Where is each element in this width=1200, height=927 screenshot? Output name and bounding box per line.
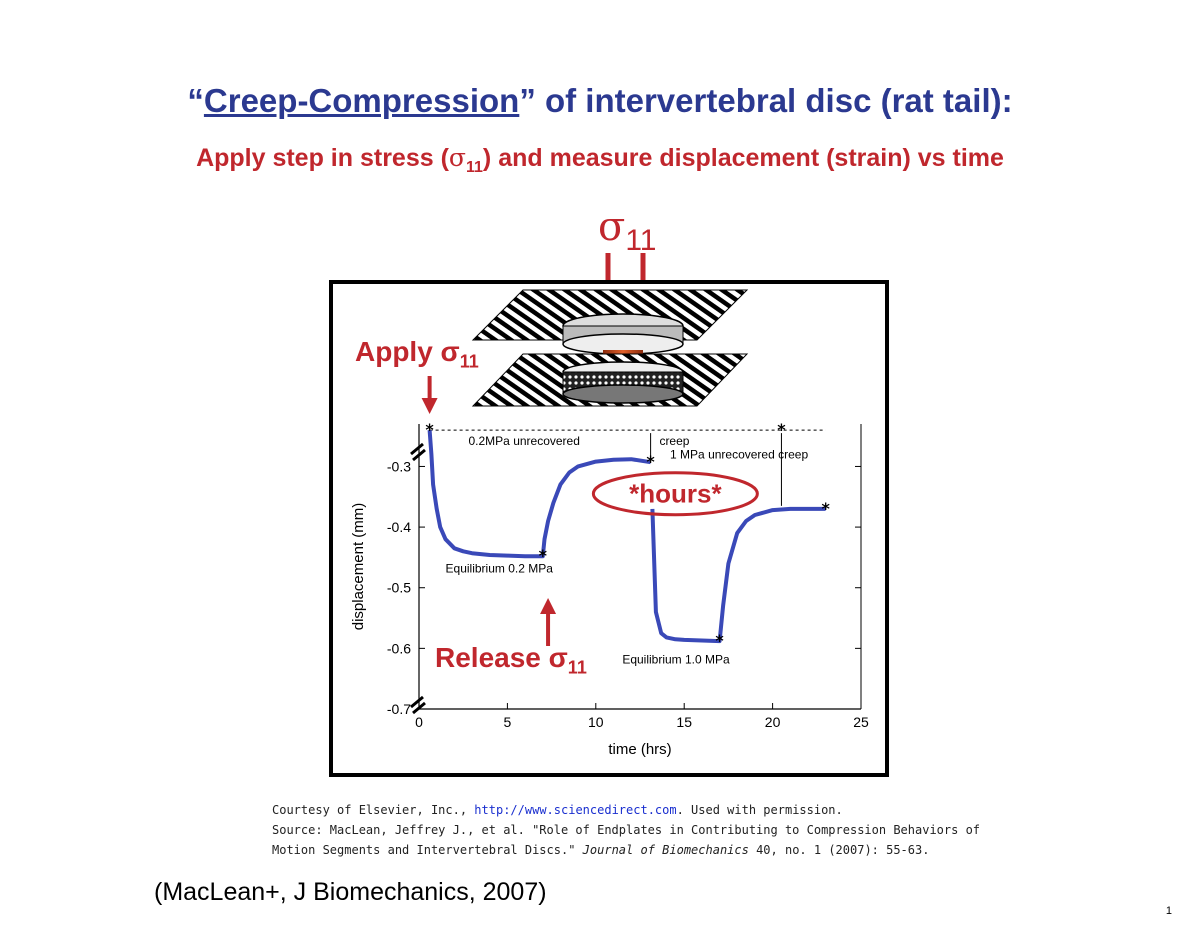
axis-break-mark	[410, 695, 424, 709]
subtitle-sub: 11	[466, 159, 483, 176]
data-marker: *	[539, 546, 548, 565]
citation: (MacLean+, J Biomechanics, 2007)	[154, 878, 547, 906]
x-tick-label: 10	[588, 714, 604, 730]
x-tick-label: 15	[676, 714, 692, 730]
apply-annotation: Apply σ11	[355, 336, 479, 373]
sciencedirect-link[interactable]: http://www.sciencedirect.com	[474, 803, 677, 817]
image-credit: Courtesy of Elsevier, Inc., http://www.s…	[272, 800, 992, 860]
creep-chart: 0 5 10 15 20 25 -0.3 -0.4 -0.5 -0.6 -0.7 time (hrs)…	[350, 376, 869, 758]
annotation-creep: creep	[659, 434, 689, 448]
apply-label: Apply σ	[355, 336, 460, 367]
annotation-unrecovered-1: 1 MPa unrecovered creep	[670, 448, 808, 462]
axis-break-mark	[410, 442, 424, 456]
figure-svg: 0 5 10 15 20 25 -0.3 -0.4 -0.5 -0.6 -0.7 time (hrs)…	[350, 289, 869, 758]
annotation-equilibrium-02: Equilibrium 0.2 MPa	[446, 562, 554, 576]
slide-subtitle: Apply step in stress (σ11) and measure d…	[0, 143, 1200, 177]
y-axis-label: displacement (mm)	[350, 503, 367, 631]
title-quote-open: “	[187, 82, 204, 119]
compression-apparatus-illustration	[471, 289, 749, 407]
x-axis-label: time (hrs)	[608, 741, 671, 758]
sigma-subscript: 11	[625, 224, 657, 257]
x-tick-label: 25	[853, 714, 869, 730]
credit-line-1: Courtesy of Elsevier, Inc., http://www.s…	[272, 800, 992, 820]
title-rest: ” of intervertebral disc (rat tail):	[519, 82, 1013, 119]
credit-line-3-before: Motion Segments and Intervertebral Discs…	[272, 843, 583, 857]
annotation-equilibrium-10: Equilibrium 1.0 MPa	[622, 653, 730, 667]
subtitle-after: ) and measure displacement (strain) vs t…	[482, 144, 1004, 172]
figure-frame: 0 5 10 15 20 25 -0.3 -0.4 -0.5 -0.6 -0.7 time (hrs)…	[329, 280, 889, 777]
credit-line-1-after: . Used with permission.	[676, 803, 843, 817]
data-marker: *	[646, 452, 655, 471]
sigma-symbol: σ	[598, 204, 626, 250]
y-tick-label: -0.6	[387, 640, 411, 656]
y-tick-label: -0.7	[387, 701, 411, 717]
hours-ellipse	[591, 471, 759, 517]
annotation-unrecovered-02: 0.2MPa unrecovered	[469, 434, 580, 448]
x-tick-label: 0	[415, 714, 423, 730]
axis-break-mark	[412, 701, 426, 715]
data-marker: *	[715, 631, 724, 650]
credit-line-3-after: 40, no. 1 (2007): 55-63.	[748, 843, 930, 857]
y-tick-label: -0.3	[387, 458, 411, 474]
subtitle-sigma: σ	[448, 143, 466, 172]
release-annotation: Release σ11	[435, 642, 587, 679]
sigma-label: σ11	[598, 204, 656, 256]
slide-title: “Creep-Compression” of intervertebral di…	[0, 82, 1200, 120]
credit-line-1-before: Courtesy of Elsevier, Inc.,	[272, 803, 475, 817]
page-number: 1	[1165, 905, 1172, 917]
subtitle-before: Apply step in stress (	[196, 144, 449, 172]
data-marker: *	[777, 420, 786, 439]
axis-break-mark	[412, 448, 426, 462]
release-label: Release σ	[435, 642, 568, 673]
hours-label: *hours*	[629, 479, 722, 509]
journal-name: Journal of Biomechanics	[582, 843, 749, 857]
apply-arrow-head	[421, 398, 438, 414]
title-underlined-term: Creep-Compression	[203, 82, 520, 119]
y-tick-label: -0.5	[387, 580, 411, 596]
credit-line-2: Source: MacLean, Jeffrey J., et al. "Rol…	[272, 823, 981, 837]
release-sub: 11	[567, 657, 587, 678]
x-tick-label: 20	[765, 714, 781, 730]
x-tick-label: 5	[504, 714, 512, 730]
series-line-2	[650, 506, 826, 644]
credit-line-3: Motion Segments and Intervertebral Discs…	[272, 840, 992, 860]
apply-sub: 11	[459, 351, 479, 372]
series-line-1	[427, 429, 651, 559]
release-arrow-head	[540, 598, 557, 614]
y-tick-label: -0.4	[387, 519, 411, 535]
data-marker: *	[821, 499, 830, 518]
data-marker: *	[425, 420, 434, 439]
